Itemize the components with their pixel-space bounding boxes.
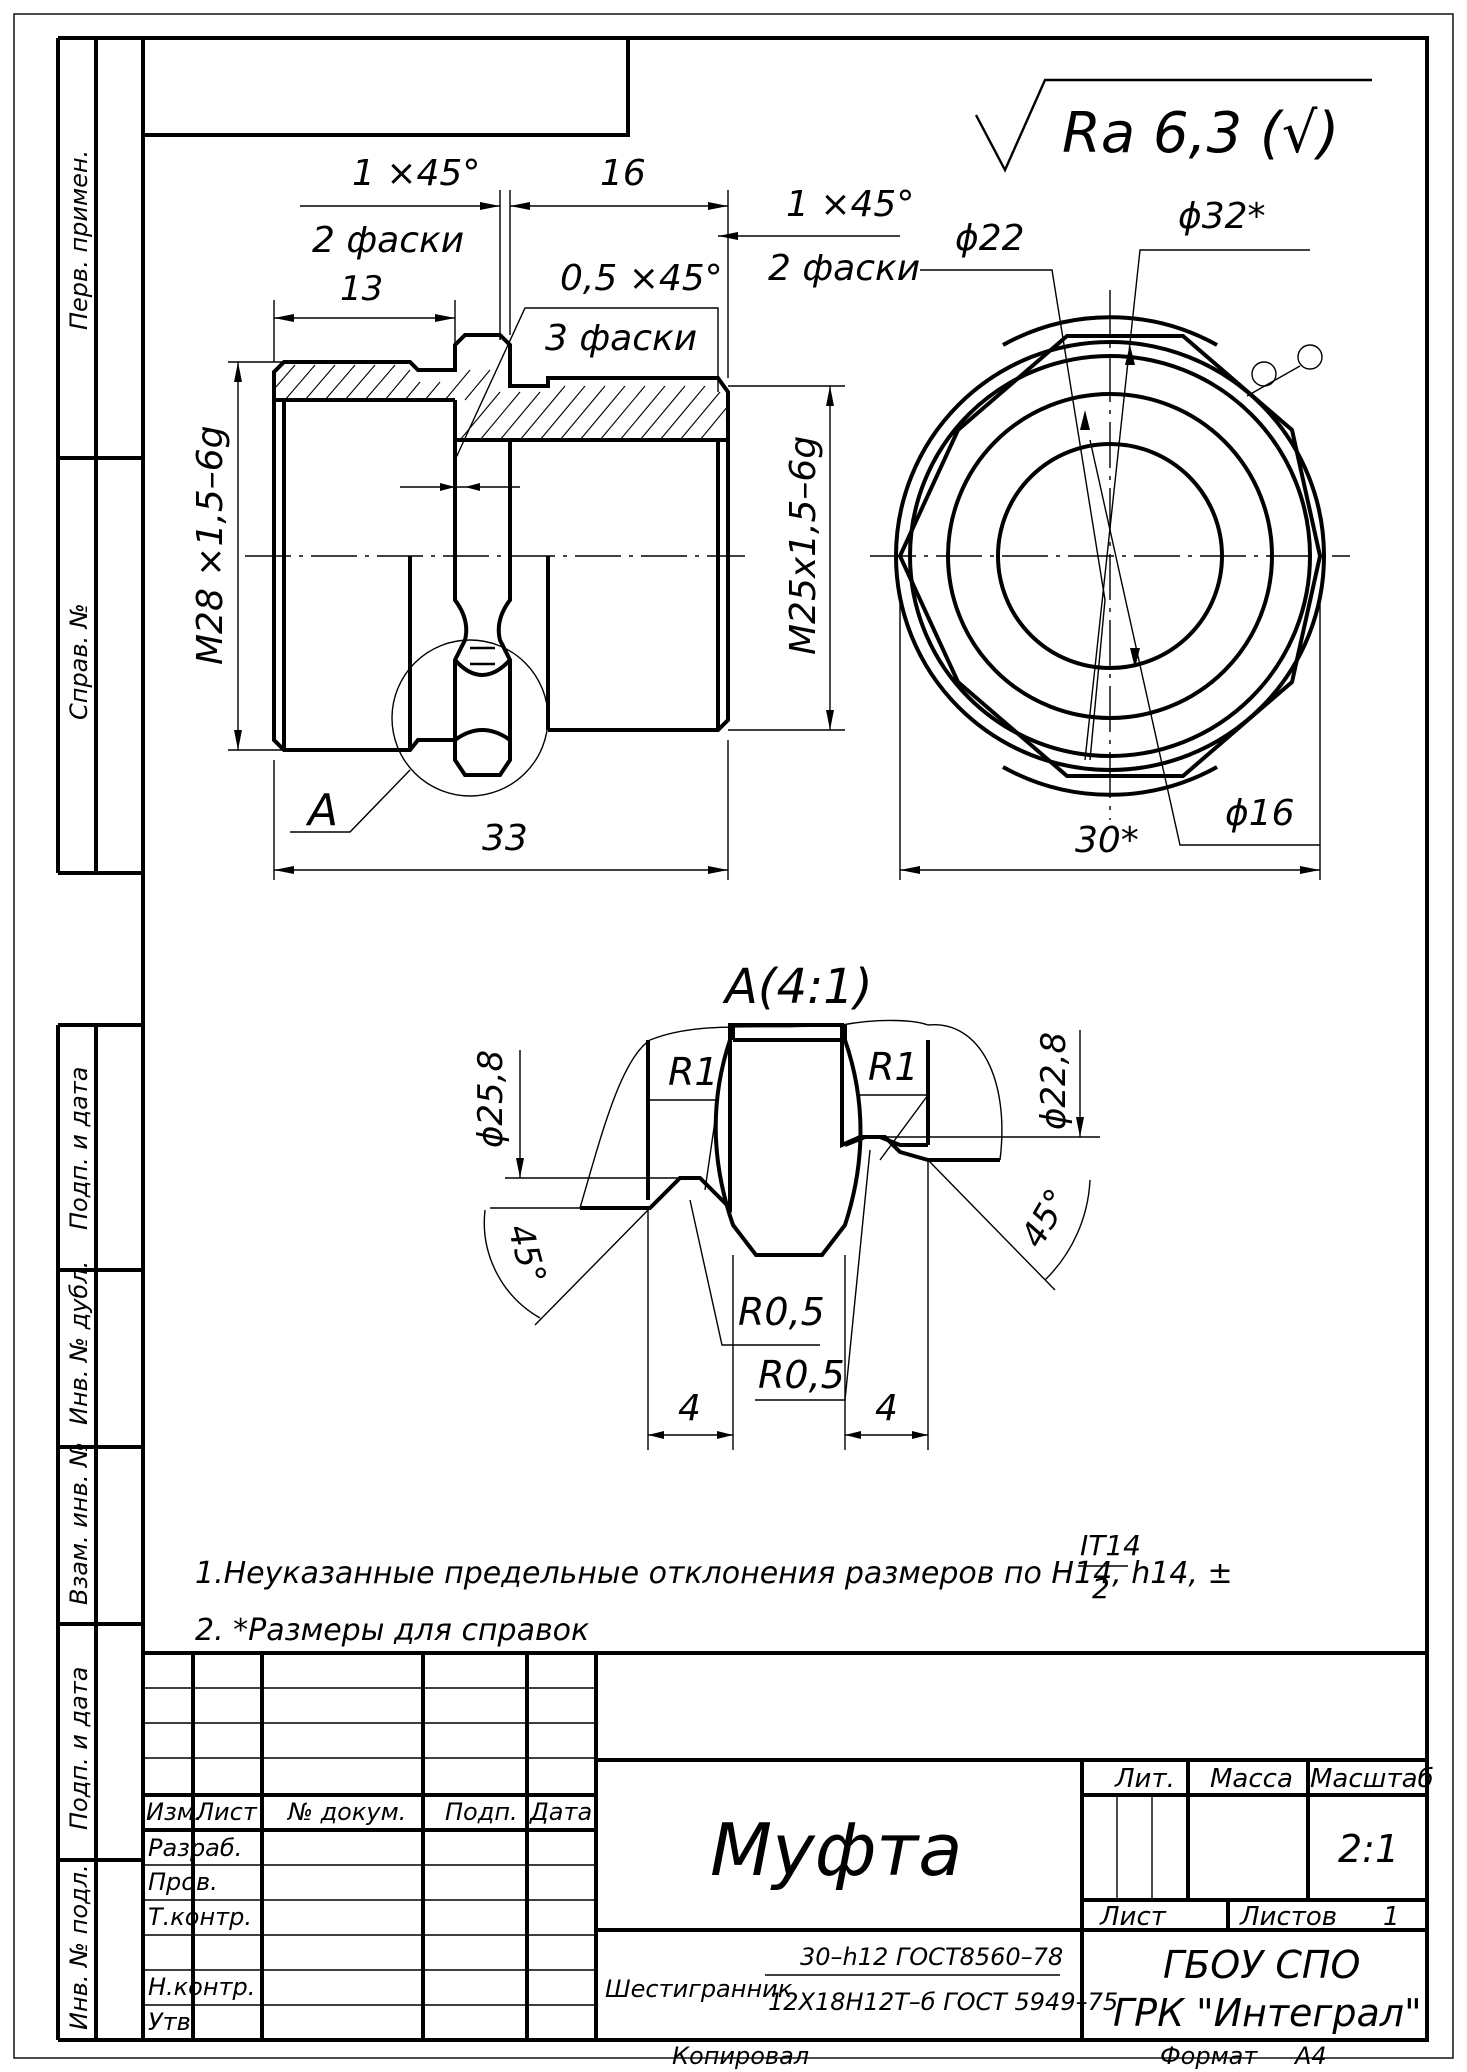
- material-name: Шестигранник: [605, 1975, 793, 2003]
- strip-inv-podl: Инв. № подл.: [65, 1864, 93, 2030]
- dim-13: 13: [340, 269, 383, 309]
- row-prov: Пров.: [148, 1868, 218, 1896]
- sheets-value: 1: [1383, 1902, 1400, 1932]
- r1-left: R1: [668, 1050, 719, 1094]
- len-4a: 4: [678, 1388, 701, 1429]
- note-1-num: IT14: [1080, 1529, 1141, 1562]
- material-bottom: 12Х18Н12Т–б ГОСТ 5949–75: [768, 1988, 1118, 2016]
- len-4b: 4: [875, 1388, 898, 1429]
- sheet-frame: [13, 13, 1454, 2059]
- col-date: Дата: [529, 1798, 592, 1826]
- row-utv: Утв.: [148, 2008, 198, 2036]
- strip-vzam: Взам. инв. №: [65, 1442, 93, 1605]
- thread-right: M25x1,5–6g: [783, 436, 824, 655]
- dim-33: 33: [482, 818, 528, 859]
- strip-podp2: Подп. и дата: [65, 1667, 93, 1831]
- sheet-label: Лист: [1099, 1902, 1167, 1932]
- r1-right: R1: [868, 1045, 919, 1089]
- massa-header: Масса: [1210, 1764, 1293, 1794]
- footer-format-val: А4: [1293, 2042, 1327, 2070]
- dia-32: ϕ32*: [1178, 196, 1266, 237]
- detail-callout-a: А: [305, 785, 338, 836]
- chamfer-mid: 0,5 ×45°: [560, 258, 723, 299]
- r05-a: R0,5: [738, 1290, 825, 1334]
- title-block: Изм. Лист № докум. Подп. Дата Разраб. Пр…: [143, 1651, 1434, 2040]
- org-line1: ГБОУ СПО: [1163, 1943, 1360, 1987]
- footer-format: Формат: [1160, 2042, 1258, 2070]
- detail-circle-a: [391, 639, 549, 797]
- col-doc: № докум.: [286, 1798, 406, 1826]
- part-name: Муфта: [710, 1808, 962, 1892]
- scale-header: Масштаб: [1310, 1764, 1434, 1794]
- chamfer-mid-count: 3 фаски: [545, 318, 697, 359]
- col-list: Лист: [195, 1798, 258, 1826]
- roughness-text: Ra 6,3 (√): [1062, 101, 1339, 166]
- note-1-den: 2: [1092, 1572, 1110, 1605]
- dim-16: 16: [600, 153, 646, 194]
- hatch-left: [274, 364, 491, 401]
- r05-b: R0,5: [758, 1353, 845, 1397]
- detail-a: А(4:1) R1 R1 ϕ25,8 ϕ22,8: [471, 959, 1100, 1450]
- angle-right: 45°: [1013, 1182, 1078, 1254]
- chamfer-left-count: 2 фаски: [312, 220, 464, 261]
- detail-title: А(4:1): [722, 959, 873, 1015]
- footer: Копировал Формат А4: [672, 2042, 1327, 2070]
- thread-left: М28 ×1,5–6g: [190, 426, 231, 665]
- strip-perv: Перв. примен.: [65, 150, 93, 330]
- dia-258: ϕ25,8: [471, 1050, 511, 1148]
- side-view: ϕ22 ϕ32* ϕ16 30*: [870, 196, 1350, 880]
- row-nkontr: Н.контр.: [148, 1973, 255, 2001]
- chamfer-right-count: 2 фаски: [768, 248, 920, 289]
- scale-value: 2:1: [1338, 1827, 1399, 1871]
- col-izm: Изм.: [146, 1798, 202, 1826]
- chamfer-left: 1 ×45°: [352, 153, 480, 194]
- col-podp: Подп.: [445, 1798, 518, 1826]
- notes: 1.Неуказанные предельные отклонения разм…: [195, 1529, 1233, 1648]
- material-top: 30–h12 ГОСТ8560–78: [800, 1943, 1063, 1971]
- chamfer-right: 1 ×45°: [786, 184, 914, 225]
- row-razrab: Разраб.: [148, 1834, 242, 1862]
- strip-inv-dubl: Инв. № дубл.: [65, 1261, 93, 1425]
- dia-16: ϕ16: [1225, 793, 1295, 834]
- front-view: А 33 13 1 ×45° 2 фаски 16 1 ×45° 2 фаски: [190, 153, 920, 880]
- strip-sprav: Справ. №: [65, 603, 93, 720]
- row-tkontr: Т.контр.: [148, 1903, 252, 1931]
- hatch-right: [459, 385, 729, 441]
- angle-left: 45°: [499, 1220, 553, 1289]
- org-line2: ГРК "Интеграл": [1113, 1991, 1422, 2035]
- side-strip: Перв. примен. Справ. № Подп. и дата Инв.…: [56, 36, 143, 2042]
- lit-header: Лит.: [1114, 1764, 1175, 1794]
- note-1: 1.Неуказанные предельные отклонения разм…: [195, 1556, 1233, 1591]
- roughness-mark: Ra 6,3 (√): [974, 78, 1372, 173]
- dia-22: ϕ22: [955, 218, 1025, 259]
- across-flats: 30*: [1075, 820, 1139, 861]
- sheets-label: Листов: [1239, 1902, 1337, 1932]
- strip-podp1: Подп. и дата: [65, 1067, 93, 1231]
- footer-kopiroval: Копировал: [672, 2042, 809, 2070]
- note-2: 2. *Размеры для справок: [195, 1613, 589, 1648]
- dia-228: ϕ22,8: [1034, 1032, 1074, 1130]
